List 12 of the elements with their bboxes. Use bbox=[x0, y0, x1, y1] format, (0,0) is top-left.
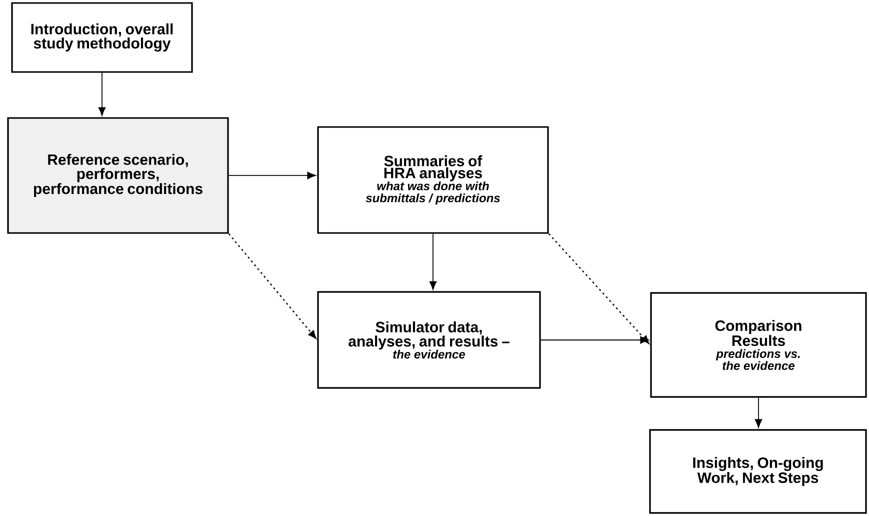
process-box: Introduction, overall study methodology bbox=[11, 2, 193, 73]
arrow bbox=[429, 233, 437, 290]
arrow bbox=[98, 72, 106, 116]
arrow bbox=[228, 172, 316, 180]
process-box: Reference scenario, performers, performance conditions bbox=[7, 117, 229, 234]
process-box: Simulator data, analyses, and results – the evidence bbox=[317, 291, 541, 389]
arrow bbox=[754, 397, 762, 428]
process-box: Summaries of HRA analyses what was done with submittals / predictions bbox=[317, 126, 549, 234]
arrow bbox=[540, 336, 649, 344]
process-box: Insights, On-going Work, Next Steps bbox=[649, 429, 867, 514]
process-box: Comparison Results predictions vs. the evidence bbox=[650, 292, 867, 398]
arrow bbox=[228, 233, 316, 339]
